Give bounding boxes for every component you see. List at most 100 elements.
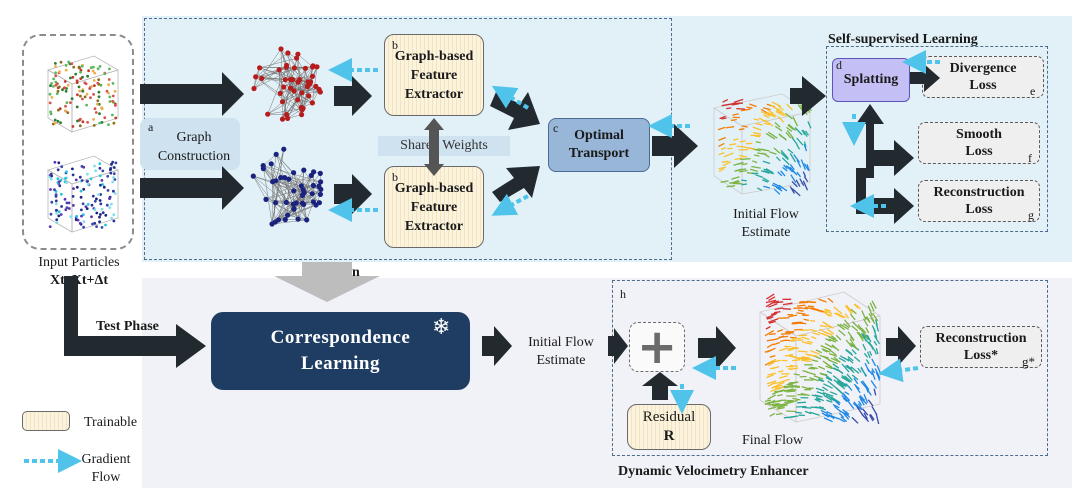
graph-node (291, 88, 297, 94)
particle-dot (93, 71, 97, 75)
particle-dot (111, 113, 114, 117)
graph-node (291, 188, 297, 194)
particle-dot (52, 85, 55, 88)
graph-node (310, 182, 316, 189)
graph-node (279, 99, 286, 105)
particle-dot (71, 195, 75, 198)
flow-vector (811, 359, 819, 363)
flow-vector (734, 157, 743, 161)
particle-dot (96, 67, 100, 71)
flow-vector (822, 386, 829, 392)
flow-vector (797, 309, 804, 312)
particle-dot (53, 118, 57, 122)
flow-vector (771, 101, 782, 107)
flow-vector (718, 166, 726, 170)
particle-dot (99, 193, 102, 196)
graph-node (295, 79, 301, 85)
flow-vector (826, 399, 833, 403)
graph-node (260, 166, 266, 172)
particle-dot (106, 174, 110, 178)
particle-dot (99, 183, 102, 187)
particle-dot (93, 199, 97, 203)
particle-dot (99, 202, 103, 206)
graph-edge (303, 192, 320, 203)
particle-dot (54, 202, 58, 206)
flow-vector (787, 148, 794, 154)
particle-dot (55, 221, 59, 225)
flow-vector (783, 400, 795, 406)
flow-vector (766, 316, 774, 320)
input-particles-box (22, 34, 134, 250)
flow-vector (773, 147, 781, 154)
flow-vector (846, 364, 855, 374)
flow-vector (852, 402, 858, 408)
graph-edge (267, 67, 287, 115)
red-graph-image (251, 46, 323, 122)
flow-vector (821, 412, 830, 418)
flow-vector (757, 148, 766, 151)
feature-extractor-bottom-label: Graph-based Feature Extractor (394, 180, 474, 234)
flow-vector (793, 373, 800, 376)
graph-edge (255, 52, 289, 78)
graph-edge (297, 193, 313, 220)
particle-dot (109, 171, 113, 175)
particle-dot (80, 214, 83, 218)
flow-vector (798, 306, 808, 310)
flow-vector (790, 336, 797, 339)
flow-vector (769, 333, 776, 336)
flow-vector (792, 397, 801, 401)
flow-vector (811, 336, 817, 340)
particle-dot (108, 100, 112, 103)
graph-node (309, 73, 316, 79)
flow-vector (822, 321, 830, 327)
graph-node (295, 51, 301, 57)
graph-node (273, 200, 279, 206)
particle-dot (55, 212, 58, 215)
flow-vector (777, 171, 783, 177)
flow-vector (815, 406, 826, 411)
flow-vector (774, 122, 781, 128)
flow-vector (739, 140, 746, 143)
particle-dot (54, 71, 57, 75)
graph-edge (253, 175, 267, 200)
graph-edge (275, 180, 305, 193)
particle-dot (92, 118, 95, 121)
particle-dot (108, 206, 112, 209)
particle-dot (108, 67, 111, 71)
flow-vector (763, 168, 771, 173)
flow-vector (804, 410, 812, 415)
particle-dot (97, 102, 101, 106)
flow-vector (767, 358, 777, 364)
flow-vector (721, 117, 727, 120)
flow-vector (776, 328, 784, 333)
particle-dot (69, 215, 73, 219)
flow-vector (769, 354, 776, 358)
flow-vector (875, 413, 880, 425)
flow-vector (765, 293, 775, 300)
reconstruction-loss-label: Reconstruction Loss (933, 185, 1025, 217)
particle-dot (79, 70, 82, 74)
particle-dot (63, 197, 67, 201)
graph-edge (275, 202, 299, 220)
flow-vector (739, 158, 751, 160)
particle-dot (72, 187, 75, 190)
graph-node (301, 201, 307, 207)
flow-vector (851, 321, 861, 330)
flow-vector (838, 329, 846, 337)
splatting-tag: d (836, 58, 842, 72)
flow-vector (730, 118, 737, 122)
particle-dot (95, 211, 99, 215)
flow-vector (845, 349, 854, 357)
flow-vector (830, 415, 839, 420)
flow-vector (823, 383, 833, 389)
graph-tag: a (148, 120, 154, 134)
particle-dot (95, 102, 99, 106)
flow-vector (789, 364, 799, 368)
particle-dot (63, 86, 67, 90)
particle-dot (79, 77, 83, 80)
graph-node (318, 186, 324, 192)
feature-tag-bottom: b (392, 170, 398, 184)
particle-dot (111, 94, 115, 98)
flow-vector (861, 310, 867, 320)
flow-vector (796, 144, 801, 150)
